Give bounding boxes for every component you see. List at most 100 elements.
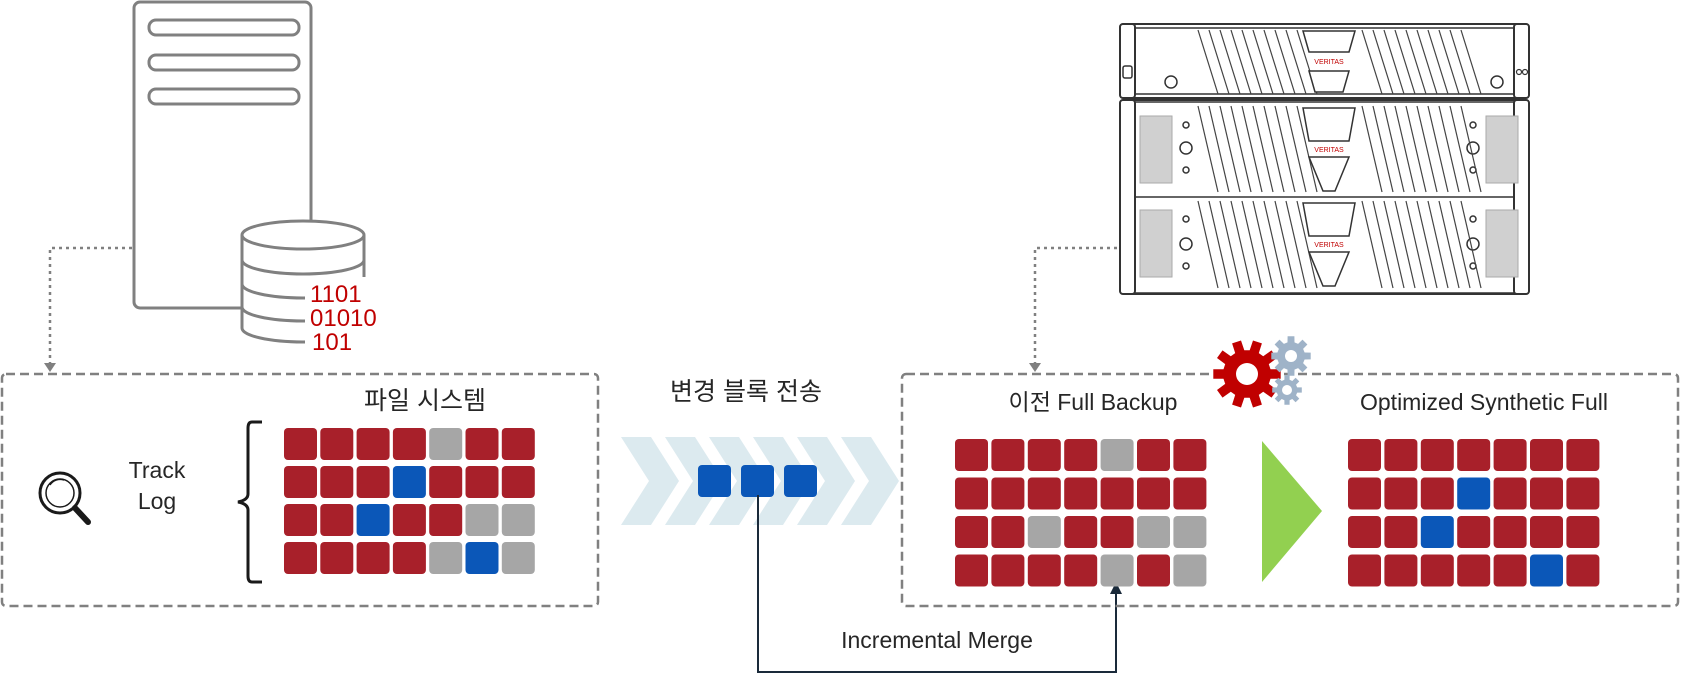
merge-connector	[757, 495, 1122, 673]
binary-line-3: 101	[312, 329, 352, 356]
track-label: Track	[129, 457, 186, 483]
chevron-arrows-icon	[621, 437, 899, 525]
previous-full-block	[991, 439, 1025, 471]
brand-mid: VERITAS	[1314, 147, 1344, 154]
optimized-full-block	[1530, 554, 1563, 587]
previous-full-block	[991, 516, 1025, 548]
optimized-full-block	[1348, 516, 1381, 548]
file-system-block	[429, 428, 463, 460]
previous-full-block	[1137, 554, 1170, 587]
optimized-full-block	[1566, 477, 1600, 510]
chevron-shape	[753, 437, 811, 525]
file-system-block	[320, 542, 354, 574]
previous-full-block	[1137, 439, 1170, 471]
file-system-block	[356, 504, 390, 536]
curly-brace	[237, 420, 262, 584]
chevron-shape	[621, 437, 679, 525]
optimized-full-block	[1420, 516, 1454, 548]
file-system-block	[320, 428, 354, 460]
file-system-block	[320, 504, 354, 536]
backup-appliance-icon: VERITAS VERITAS VERITAS	[1119, 23, 1530, 295]
file-system-block	[392, 428, 426, 460]
file-system-block	[501, 504, 535, 536]
optimized-full-block	[1384, 554, 1418, 587]
optimized-full-block	[1384, 477, 1418, 510]
file-system-block	[284, 504, 317, 536]
previous-full-block	[1064, 477, 1098, 510]
optimized-full-block	[1384, 516, 1418, 548]
gears-icon	[1213, 336, 1311, 408]
optimized-full-block	[1457, 477, 1491, 510]
previous-full-block	[991, 554, 1025, 587]
previous-full-block	[1100, 516, 1134, 548]
brand-top: VERITAS	[1314, 59, 1344, 66]
previous-full-block	[955, 439, 988, 471]
optimized-full-block-grid	[1348, 439, 1600, 587]
chevron-shape	[841, 437, 899, 525]
previous-full-block	[1100, 554, 1134, 587]
changed-block-row	[698, 465, 817, 497]
chevron-shape	[709, 437, 767, 525]
optimized-full-block	[1420, 554, 1454, 587]
optimized-full-block	[1348, 439, 1381, 471]
previous-full-block	[955, 477, 988, 510]
previous-full-block	[1100, 477, 1134, 510]
file-system-block	[465, 504, 499, 536]
optimized-full-block	[1530, 516, 1563, 548]
optimized-full-block	[1530, 477, 1563, 510]
file-system-block	[320, 466, 354, 498]
optimized-full-block	[1493, 516, 1527, 548]
binary-line-1: 1101	[310, 281, 362, 308]
optimized-full-block	[1493, 554, 1527, 587]
file-system-block	[392, 504, 426, 536]
file-system-block	[356, 542, 390, 574]
file-system-block	[501, 542, 535, 574]
previous-full-block	[1064, 554, 1098, 587]
optimized-full-block	[1566, 439, 1600, 471]
previous-full-block	[1173, 477, 1207, 510]
optimized-full-block	[1493, 477, 1527, 510]
database-icon: 1101 01010 101	[240, 219, 390, 356]
previous-full-block	[1027, 554, 1061, 587]
file-system-block	[501, 466, 535, 498]
previous-full-block-grid	[955, 439, 1207, 587]
file-system-block	[284, 428, 317, 460]
previous-full-block	[1173, 439, 1207, 471]
previous-full-block	[1173, 554, 1207, 587]
optimized-full-block	[1384, 439, 1418, 471]
optimized-full-block	[1566, 554, 1600, 587]
incremental-merge-label: Incremental Merge	[841, 627, 1033, 653]
previous-full-block	[1064, 439, 1098, 471]
previous-full-block	[1027, 477, 1061, 510]
optimized-full-block	[1457, 516, 1491, 548]
previous-full-block	[1027, 516, 1061, 548]
file-system-title: 파일 시스템	[364, 387, 486, 415]
optimized-full-title: Optimized Synthetic Full	[1360, 389, 1608, 415]
previous-full-block	[1027, 439, 1061, 471]
file-system-block	[501, 428, 535, 460]
optimized-full-block	[1566, 516, 1600, 548]
optimized-full-block	[1457, 554, 1491, 587]
file-system-panel	[0, 372, 600, 608]
log-label: Log	[138, 488, 176, 514]
file-system-block	[356, 428, 390, 460]
previous-full-block	[991, 477, 1025, 510]
previous-full-title: 이전 Full Backup	[1009, 389, 1178, 415]
optimized-full-block	[1457, 439, 1491, 471]
previous-full-block	[1137, 516, 1170, 548]
previous-full-block	[1064, 516, 1098, 548]
previous-full-block	[955, 554, 988, 587]
previous-full-block	[1173, 516, 1207, 548]
file-system-block	[465, 542, 499, 574]
file-system-block	[465, 428, 499, 460]
server-connector	[44, 246, 132, 372]
file-system-block	[392, 466, 426, 498]
optimized-full-block	[1493, 439, 1527, 471]
optimized-full-block	[1348, 477, 1381, 510]
chevron-shape	[797, 437, 855, 525]
file-system-block	[429, 504, 463, 536]
changed-block	[741, 465, 774, 497]
binary-line-2: 01010	[310, 305, 377, 332]
previous-full-block	[1137, 477, 1170, 510]
